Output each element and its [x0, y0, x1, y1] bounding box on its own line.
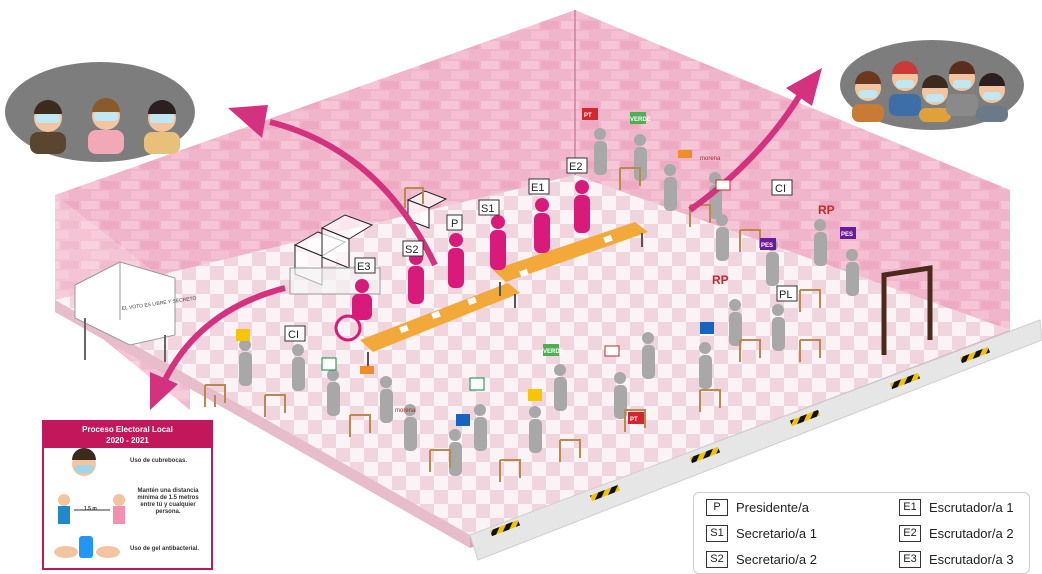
hand-gel-icon: [54, 536, 120, 558]
party-verde-label-2: VERDE: [543, 349, 564, 355]
tag-pl: PL: [776, 285, 798, 302]
poster-header: Proceso Electoral Local 2020 - 2021: [44, 422, 211, 448]
role-tags: P S1 S2 E1 E2 E3 CI CI PL RP RP: [284, 157, 835, 342]
representative-figures: [239, 128, 859, 476]
tag-ci-left: CI: [284, 325, 306, 342]
exit-crowd-bubble: [5, 62, 195, 162]
svg-text:P: P: [451, 218, 458, 230]
back-left-wall: [55, 10, 575, 300]
health-poster: Proceso Electoral Local 2020 - 2021 Uso …: [42, 420, 213, 570]
party-morena-label-2: morena: [395, 408, 416, 414]
flow-arrows: [150, 68, 822, 410]
party-verde-label: VERDE: [630, 117, 651, 123]
entrance-walkway: [469, 319, 1042, 561]
party-pt-label: PT: [584, 113, 592, 119]
chairs: [204, 167, 821, 482]
distance-people-icon: [58, 494, 125, 524]
poster-title: Proceso Electoral Local: [82, 425, 173, 434]
floor-front-edge: [55, 300, 470, 548]
ballot-boxes: [289, 190, 448, 295]
poster-distance-text: Mantén una distancia mínima de 1.5 metro…: [137, 488, 199, 515]
tag-s2: S2: [402, 240, 424, 257]
tag-e3: E3: [354, 257, 376, 274]
official-p: [448, 233, 464, 288]
official-e3-wheelchair: [334, 279, 372, 342]
svg-text:PL: PL: [779, 289, 792, 301]
back-right-wall: [575, 10, 1010, 330]
svg-text:E3: E3: [357, 261, 370, 273]
poster-mask-text: Uso de cubrebocas.: [130, 458, 188, 464]
party-pt-label-2: PT: [630, 417, 638, 423]
hazard-markers: [489, 346, 991, 537]
svg-text:CI: CI: [775, 183, 786, 195]
mask-person-icon: [72, 448, 96, 476]
official-e1: [534, 198, 550, 253]
poster-gel-text: Uso de gel antibacterial.: [130, 546, 200, 552]
tag-ci-right: CI: [771, 179, 793, 196]
party-badges: PT PT VERDE VERDE PES PES morena morena: [236, 108, 856, 426]
official-s1: [490, 215, 506, 270]
mesa-officials: [334, 180, 590, 342]
party-pes-label-2: PES: [761, 243, 773, 249]
tag-rp-2: RP: [712, 273, 729, 287]
mesa-tables: [360, 222, 648, 366]
tag-e1: E1: [528, 178, 550, 195]
poster-years: 2020 - 2021: [106, 436, 149, 445]
svg-text:S2: S2: [405, 244, 418, 256]
svg-text:S1: S1: [481, 203, 494, 215]
waiting-crowd-bubble: [840, 40, 1024, 130]
tag-rp-1: RP: [818, 203, 835, 217]
poster-illustrations: [54, 448, 125, 558]
poster-distance-badge: 1.5 m: [84, 506, 97, 512]
party-morena-label: morena: [700, 156, 721, 162]
exit-door-frame: [881, 265, 933, 355]
svg-text:E2: E2: [569, 161, 582, 173]
svg-text:E1: E1: [531, 182, 544, 194]
official-s2: [408, 251, 424, 304]
party-pes-label: PES: [841, 232, 853, 238]
svg-text:CI: CI: [288, 329, 299, 341]
tag-p: P: [446, 214, 463, 231]
official-e2: [574, 180, 590, 233]
tag-s1: S1: [478, 199, 500, 216]
tag-e2: E2: [566, 157, 588, 174]
